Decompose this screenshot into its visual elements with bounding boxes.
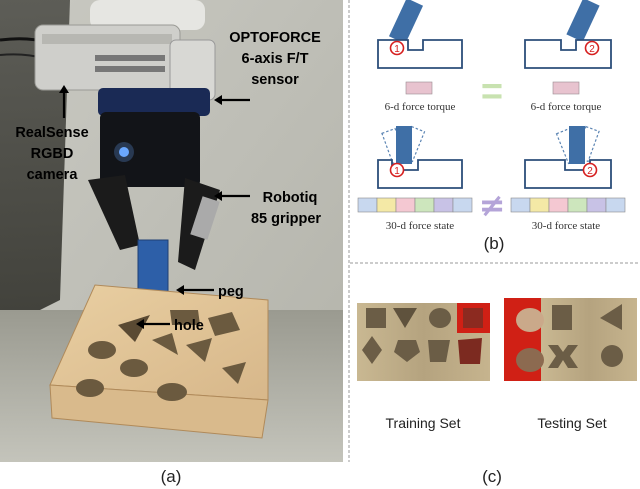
panel-b-label: (b)	[484, 234, 505, 253]
equal-sign: =	[481, 71, 503, 113]
label-optoforce: OPTOFORCE	[229, 30, 321, 46]
contact-marker-2	[582, 162, 598, 178]
torque-vector	[552, 81, 580, 95]
peg-shape	[396, 126, 412, 164]
contact-marker-1	[389, 40, 405, 56]
led-indicator	[119, 147, 129, 157]
label-camera: camera	[27, 167, 79, 183]
gripper-finger-left	[88, 175, 140, 250]
testing-set-label: Testing Set	[537, 415, 606, 431]
state-label-right: 30-d force state	[532, 220, 601, 232]
panel-c-label: (c)	[482, 467, 502, 486]
wrist-ring	[98, 88, 210, 116]
gripper-body	[100, 112, 200, 187]
peg-shape	[569, 126, 585, 164]
contact-diagram-bottom-left: 1 30-d force state	[357, 125, 473, 232]
robot-arm	[90, 0, 205, 30]
force-state-vector-left	[357, 197, 473, 213]
hole-box	[377, 39, 463, 69]
label-gripper: 85 gripper	[251, 211, 321, 227]
testing-set-image	[504, 298, 637, 381]
state-label-left: 30-d force state	[386, 220, 455, 232]
contact-marker-2	[584, 40, 600, 56]
hole-box	[377, 159, 463, 189]
label-robotiq: Robotiq	[263, 190, 318, 206]
contact-number: 1	[394, 166, 400, 177]
realsense-camera	[34, 24, 181, 91]
training-set-image	[357, 303, 490, 381]
contact-diagram-top-left: 1 6-d force torque	[377, 0, 463, 113]
panel-b: 1 6-d force torque 2 6-d force torque = …	[348, 0, 626, 462]
label-rgbd: RGBD	[31, 146, 74, 162]
training-set-label: Training Set	[386, 415, 461, 431]
peg-shape	[388, 0, 424, 44]
torque-label-left: 6-d force torque	[385, 101, 456, 113]
peg-shape	[566, 0, 600, 42]
wooden-board	[49, 284, 269, 439]
hole-box	[524, 159, 612, 189]
label-realsense: RealSense	[15, 125, 88, 141]
label-hole: hole	[174, 318, 204, 334]
contact-number: 1	[394, 44, 400, 55]
panel-a-label: (a)	[161, 467, 182, 486]
contact-number: 2	[589, 44, 595, 55]
label-optoforce-axis: 6-axis F/T	[242, 51, 309, 67]
contact-number: 2	[587, 166, 593, 177]
not-equal-sign: ≠	[479, 186, 506, 224]
label-optoforce-sensor: sensor	[251, 72, 299, 88]
torque-label-right: 6-d force torque	[531, 101, 602, 113]
torque-vector	[405, 81, 433, 95]
contact-diagram-top-right: 2 6-d force torque	[524, 0, 612, 113]
label-peg: peg	[218, 284, 244, 300]
panel-c: Training Set Testing Set (c)	[357, 298, 637, 486]
panel-a-photo: OPTOFORCE 6-axis F/T sensor RealSense RG…	[0, 0, 343, 462]
annotation-arrows	[59, 85, 250, 329]
contact-marker-1	[389, 162, 405, 178]
contact-diagram-bottom-right: 2 30-d force state	[510, 125, 626, 232]
force-state-vector-right	[510, 197, 626, 213]
